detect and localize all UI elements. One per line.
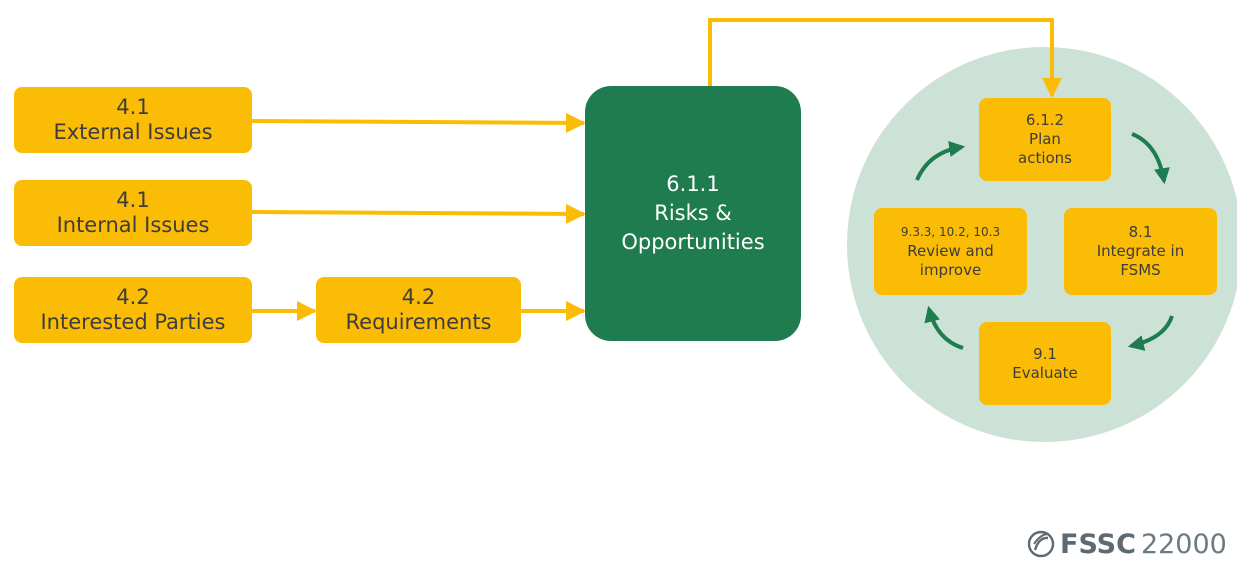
cycle-arrow-review-to-plan [915, 141, 966, 181]
logo-number: 22000 [1140, 528, 1227, 560]
internal-issues-label: Internal Issues [56, 213, 210, 237]
arrow-internal-to-risks [251, 203, 586, 224]
review-improve-line1: Review and [907, 242, 994, 260]
external-issues-box: 4.1 External Issues [14, 87, 252, 153]
integrate-fsms-line2: FSMS [1120, 261, 1161, 279]
requirements-label: Requirements [345, 310, 492, 334]
review-improve-box: 9.3.3, 10.2, 10.3 Review and improve [874, 208, 1027, 295]
risks-number: 6.1.1 [666, 172, 720, 196]
plan-actions-box: 6.1.2 Plan actions [979, 98, 1111, 181]
integrate-fsms-box: 8.1 Integrate in FSMS [1064, 208, 1217, 295]
fssc-swirl-icon [1027, 530, 1055, 558]
plan-actions-line2: actions [1018, 149, 1072, 167]
evaluate-number: 9.1 [1033, 344, 1057, 363]
risks-opportunities-box: 6.1.1 Risks & Opportunities [585, 86, 801, 341]
requirements-number: 4.2 [401, 285, 436, 309]
external-issues-label: External Issues [53, 120, 213, 144]
external-issues-number: 4.1 [116, 95, 150, 119]
integrate-fsms-number: 8.1 [1128, 223, 1153, 241]
plan-actions-line1: Plan [1029, 130, 1061, 148]
evaluate-label: Evaluate [1012, 363, 1078, 382]
logo-brand: FSSC [1060, 528, 1136, 560]
interested-parties-number: 4.2 [116, 285, 150, 309]
risks-label-line2: Opportunities [621, 230, 765, 254]
requirements-box: 4.2 Requirements [316, 277, 521, 343]
risks-label-line1: Risks & [654, 201, 732, 225]
interested-parties-label: Interested Parties [40, 310, 226, 334]
interested-parties-box: 4.2 Interested Parties [14, 277, 252, 343]
internal-issues-number: 4.1 [116, 188, 150, 212]
internal-issues-box: 4.1 Internal Issues [14, 180, 252, 246]
integrate-fsms-line1: Integrate in [1096, 242, 1185, 260]
review-improve-number: 9.3.3, 10.2, 10.3 [900, 225, 1001, 239]
evaluate-box: 9.1 Evaluate [979, 322, 1111, 405]
arrow-external-to-risks [251, 112, 586, 133]
review-improve-line2: improve [919, 261, 982, 279]
fssc-logo: FSSC 22000 [1026, 527, 1227, 561]
arrow-risks-to-plan [708, 18, 1062, 98]
cycle-arrow-integrate-to-evaluate [1127, 315, 1174, 351]
cycle-arrow-plan-to-integrate [1131, 132, 1170, 185]
cycle-arrow-evaluate-to-review [924, 305, 964, 350]
plan-actions-number: 6.1.2 [1025, 111, 1065, 129]
